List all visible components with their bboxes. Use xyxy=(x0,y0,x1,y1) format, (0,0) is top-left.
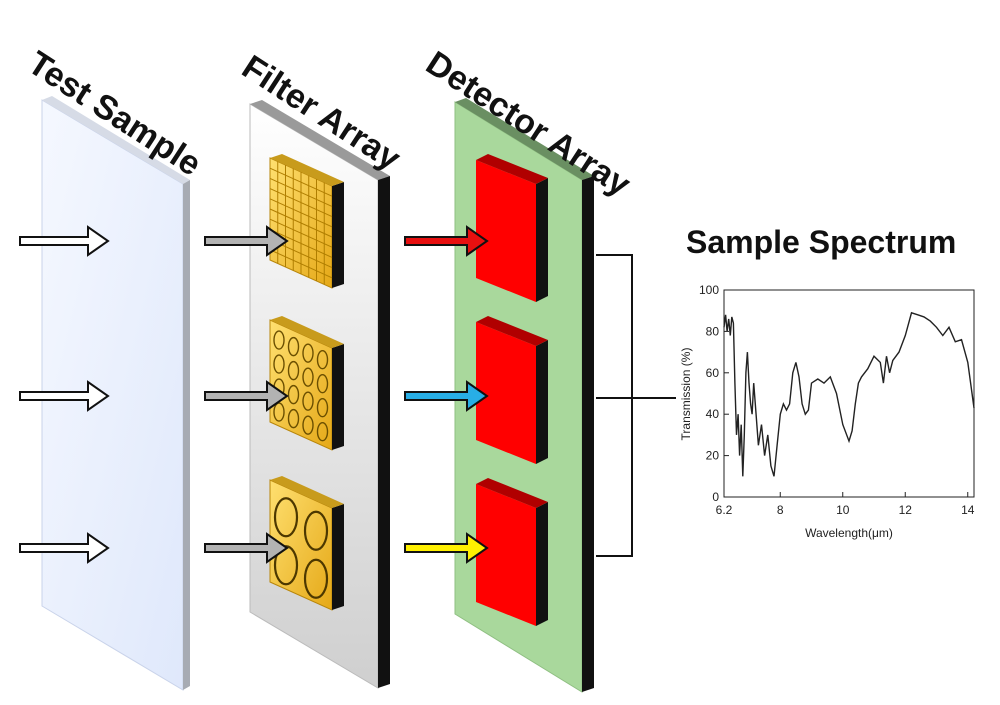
detector-face xyxy=(476,484,536,626)
filter-tiles xyxy=(269,154,344,611)
detector-face xyxy=(476,160,536,302)
grid-line xyxy=(269,167,333,197)
ring xyxy=(303,510,329,551)
plot-frame xyxy=(723,289,975,498)
sample-spectrum-title: Sample Spectrum xyxy=(686,224,957,260)
incident-arrow xyxy=(19,532,110,564)
x-tick-label: 10 xyxy=(836,503,850,517)
filter-side xyxy=(332,182,344,288)
ring xyxy=(287,384,300,405)
filter-top xyxy=(270,316,344,348)
detector-top xyxy=(476,316,548,346)
ring xyxy=(287,336,300,357)
y-tick-label: 80 xyxy=(706,324,720,338)
detector-blocks xyxy=(476,154,548,626)
ring xyxy=(273,330,285,350)
detector-block xyxy=(476,154,548,302)
filter-tile-large-rings xyxy=(269,476,344,611)
filter-top xyxy=(270,154,344,186)
filter-tile-small-rings xyxy=(269,316,344,451)
output-bracket xyxy=(596,254,676,557)
ring xyxy=(316,374,329,394)
ring xyxy=(287,408,300,429)
ring xyxy=(316,350,329,370)
ring xyxy=(302,391,314,411)
ring xyxy=(302,343,314,363)
x-tick-label: 6.2 xyxy=(716,503,733,517)
incident-arrow xyxy=(19,380,110,412)
x-axis-ticks: 6.2 8 10 12 14 xyxy=(716,492,975,517)
ring xyxy=(302,367,314,387)
y-axis-ticks: 0 20 40 60 80 100 xyxy=(699,283,729,504)
detector-top xyxy=(476,154,548,184)
detector-arrow xyxy=(404,380,489,412)
incident-arrow xyxy=(19,225,110,257)
ring xyxy=(316,422,329,442)
detector-arrow xyxy=(404,225,489,257)
ring xyxy=(316,398,329,418)
filtered-arrow xyxy=(204,225,289,257)
filter-tile-grid xyxy=(269,154,344,289)
filter-top xyxy=(270,476,344,508)
x-tick-label: 8 xyxy=(777,503,784,517)
ring xyxy=(273,497,299,538)
y-tick-label: 60 xyxy=(706,366,720,380)
detector-block xyxy=(476,316,548,464)
ring xyxy=(302,415,314,435)
filter-side xyxy=(332,504,344,610)
grid-line xyxy=(269,198,333,228)
grid-line xyxy=(269,228,333,258)
transmission-line xyxy=(723,311,975,477)
ring xyxy=(273,354,285,374)
x-axis-label: Wavelength(μm) xyxy=(805,526,893,540)
grid-line xyxy=(269,249,333,279)
y-tick-label: 0 xyxy=(712,490,719,504)
ring xyxy=(273,402,285,422)
grid-line xyxy=(269,188,333,218)
detector-side xyxy=(536,502,548,626)
filtered-arrow xyxy=(204,380,289,412)
y-tick-label: 40 xyxy=(706,407,720,421)
ring xyxy=(303,558,329,599)
y-axis-label: Transmission (%) xyxy=(679,348,693,441)
grid-line xyxy=(269,208,333,238)
grid-line xyxy=(269,218,333,248)
y-tick-label: 100 xyxy=(699,283,719,297)
spectrum-chart: 0 20 40 60 80 100 6.2 8 10 12 14 Wavelength(μm) T… xyxy=(679,283,975,540)
detector-face xyxy=(476,322,536,464)
detector-arrow xyxy=(404,532,489,564)
detector-top xyxy=(476,478,548,508)
filter-side xyxy=(332,344,344,450)
filtered-arrow xyxy=(204,532,289,564)
detector-side xyxy=(536,178,548,302)
detector-side xyxy=(536,340,548,464)
y-tick-label: 20 xyxy=(706,449,720,463)
ring xyxy=(287,360,300,381)
grid-line xyxy=(269,177,333,207)
beam-arrows xyxy=(19,225,489,564)
x-tick-label: 12 xyxy=(899,503,913,517)
x-tick-label: 14 xyxy=(961,503,975,517)
test-sample-panel xyxy=(41,96,190,691)
detector-block xyxy=(476,478,548,626)
